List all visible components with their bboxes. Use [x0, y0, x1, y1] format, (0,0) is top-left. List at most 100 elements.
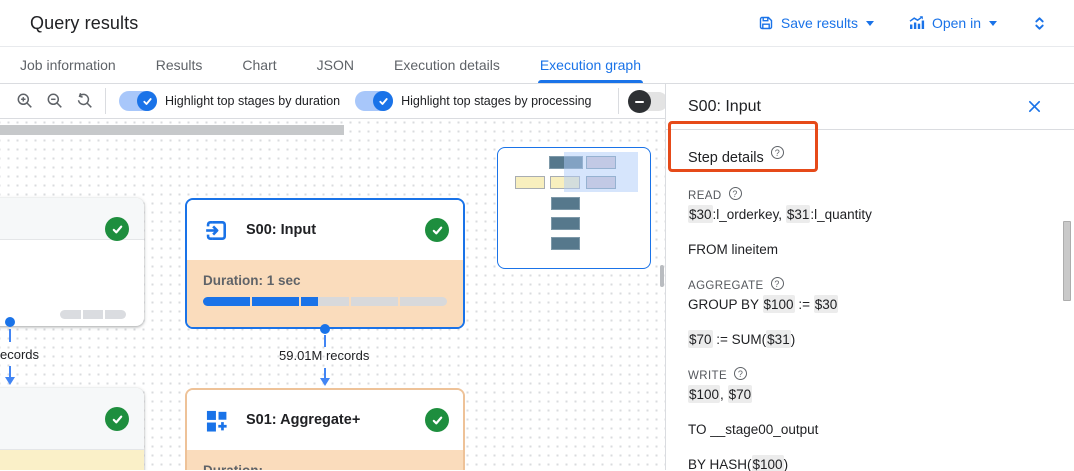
success-check-icon: [425, 408, 449, 432]
stage-card-header: [0, 388, 144, 450]
stage-duration-label: Duration: 1 sec: [203, 273, 301, 288]
expand-collapse-button[interactable]: [1031, 15, 1048, 32]
detail-label-text: AGGREGATE: [688, 280, 764, 292]
code-text: :l_orderkey,: [712, 207, 786, 222]
detail-section-label: READ?: [688, 187, 1044, 202]
open-in-button[interactable]: Open in: [908, 15, 997, 31]
edge-line: [324, 368, 326, 378]
dropdown-caret-icon: [865, 20, 874, 26]
stage-progress-bar: [203, 297, 448, 306]
stage-title: S00: Input: [246, 222, 317, 238]
detail-label-text: WRITE: [688, 370, 728, 382]
help-icon[interactable]: ?: [734, 367, 748, 380]
progress-segment: [82, 310, 104, 319]
detail-section-label: AGGREGATE?: [688, 277, 1044, 292]
stage-card-s01[interactable]: S01: Aggregate+ Duration:: [185, 388, 465, 470]
graph-toolbar: Highlight top stages by duration Highlig…: [0, 84, 665, 119]
help-icon[interactable]: ?: [770, 277, 784, 290]
dropdown-caret-icon: [989, 20, 997, 26]
variable-token: $30: [813, 295, 839, 313]
code-text: FROM lineitem: [688, 242, 779, 257]
tab-json[interactable]: JSON: [316, 57, 354, 73]
aggregate-stage-icon: [203, 407, 230, 434]
stage-card-s00[interactable]: S00: Input Duration: 1 sec: [185, 198, 465, 329]
tab-results[interactable]: Results: [155, 57, 203, 73]
input-stage-icon: [203, 217, 230, 244]
code-text: :=: [794, 297, 814, 312]
dark-toggle[interactable]: [628, 90, 665, 113]
help-icon[interactable]: ?: [728, 187, 742, 200]
step-details-row: Step details?: [688, 146, 1044, 167]
highlight-processing-toggle[interactable]: [355, 91, 394, 111]
tab-chart[interactable]: Chart: [242, 57, 277, 73]
variable-token: $30: [688, 205, 713, 223]
highlight-duration-toggle[interactable]: [119, 91, 157, 111]
zoom-out-button[interactable]: [44, 90, 66, 112]
stage-card-partial-top[interactable]: [0, 198, 144, 326]
header: Query results Save results: [0, 0, 1074, 47]
progress-segment: [399, 297, 448, 306]
panel-body: Step details? READ?$30:l_orderkey, $31:l…: [666, 130, 1074, 471]
variable-token: $100: [751, 455, 784, 471]
variable-token: $70: [688, 330, 713, 348]
close-panel-button[interactable]: [1027, 99, 1042, 114]
check-icon: [379, 97, 388, 105]
stage-card-header: [0, 198, 144, 241]
edge-arrow-icon: [320, 378, 330, 386]
tab-execution-graph[interactable]: Execution graph: [520, 47, 661, 83]
check-icon: [142, 97, 152, 105]
minimap-stage-rect: [515, 176, 545, 189]
detail-code-line: TO __stage00_output: [688, 422, 1044, 437]
detail-code-line: FROM lineitem: [688, 242, 1044, 257]
horizontal-scrollbar[interactable]: [0, 125, 344, 135]
success-check-icon: [105, 407, 129, 431]
step-details-title: Step details: [688, 150, 764, 166]
save-results-button[interactable]: Save results: [758, 15, 874, 31]
panel-vertical-scrollbar[interactable]: [1063, 221, 1071, 301]
results-tab-bar: Job information Results Chart JSON Execu…: [0, 47, 1074, 84]
detail-code-line: $30:l_orderkey, $31:l_quantity: [688, 205, 1044, 223]
save-icon: [758, 15, 774, 31]
canvas-vertical-scrollbar[interactable]: [660, 265, 664, 287]
edge-records-label: ecords: [0, 347, 40, 362]
unfold-icon: [1031, 15, 1048, 32]
open-in-label: Open in: [931, 15, 981, 31]
code-text: ,: [720, 387, 728, 402]
success-check-icon: [105, 217, 129, 241]
stage-title: S01: Aggregate+: [246, 412, 361, 428]
panel-title: S00: Input: [688, 97, 761, 115]
minimap-viewport[interactable]: [564, 152, 638, 192]
detail-code-line: $100, $70: [688, 385, 1044, 403]
edge-dot: [320, 324, 330, 334]
toggle-processing-group: Highlight top stages by processing: [355, 91, 592, 111]
save-results-label: Save results: [780, 15, 858, 31]
edge-records-label: 59.01M records: [279, 348, 370, 363]
variable-token: $100: [762, 295, 795, 313]
toolbar-divider: [618, 88, 619, 114]
stage-duration-section: Duration:: [187, 450, 463, 470]
chart-icon: [908, 15, 925, 31]
variable-token: $100: [688, 385, 721, 403]
stage-card-partial-bottom[interactable]: [0, 388, 144, 470]
code-text: :l_quantity: [810, 207, 872, 222]
detail-code-line: BY HASH($100): [688, 455, 1044, 471]
help-icon[interactable]: ?: [770, 146, 784, 159]
tab-job-information[interactable]: Job information: [20, 57, 116, 73]
minimap-stage-rect: [551, 217, 580, 230]
toggle-duration-label: Highlight top stages by duration: [165, 94, 341, 108]
graph-minimap[interactable]: [497, 147, 651, 269]
toggle-duration-group: Highlight top stages by duration: [119, 91, 340, 111]
tab-execution-details[interactable]: Execution details: [393, 57, 500, 73]
edge-line: [324, 335, 326, 347]
detail-label-text: READ: [688, 190, 722, 202]
variable-token: $31: [766, 330, 791, 348]
toggle-processing-label: Highlight top stages by processing: [401, 94, 592, 108]
zoom-reset-button[interactable]: [74, 90, 96, 112]
edge-line: [9, 329, 11, 342]
execution-graph-canvas[interactable]: ecords: [0, 119, 665, 470]
progress-segment: [301, 297, 349, 306]
zoom-out-icon: [47, 93, 62, 108]
zoom-in-button[interactable]: [14, 90, 36, 112]
stage-progress-bar: [60, 310, 127, 319]
